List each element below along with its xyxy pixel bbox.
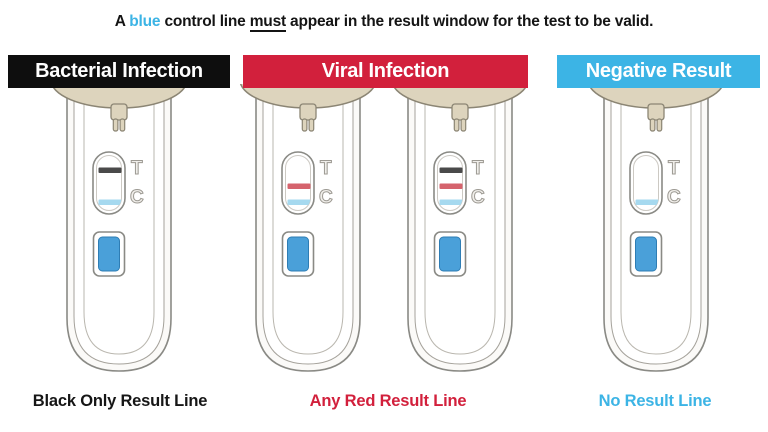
panel-header-viral: Viral Infection xyxy=(243,55,528,88)
device-button xyxy=(287,236,309,272)
validity-notice: A blue control line must appear in the r… xyxy=(0,13,768,32)
blue-control-line xyxy=(287,199,311,205)
tube-inner-chamber xyxy=(272,86,344,355)
device-button xyxy=(98,236,120,272)
result-window-inner xyxy=(633,155,659,211)
panel-header-viral-label: Viral Infection xyxy=(321,60,450,82)
tube-inner-wall xyxy=(414,86,506,365)
cap-tab-prong-left xyxy=(453,118,460,132)
notice-part3: appear in the result window for the test… xyxy=(285,13,654,30)
black-result-line xyxy=(98,167,122,173)
tube-inner-chamber xyxy=(83,86,155,355)
t-marker-label: T xyxy=(131,158,143,179)
blue-control-line xyxy=(98,199,122,205)
device-button xyxy=(635,236,657,272)
result-caption-bacterial: Black Only Result Line xyxy=(32,392,208,410)
result-caption-viral: Any Red Result Line xyxy=(309,392,467,410)
blue-control-line xyxy=(635,199,659,205)
test-device-graphic: TC xyxy=(391,51,529,372)
red-result-line xyxy=(439,183,463,189)
tube-inner-wall xyxy=(610,86,702,365)
cap-tab xyxy=(647,103,665,121)
cap-tab xyxy=(451,103,469,121)
test-device-graphic: TC xyxy=(587,51,725,372)
t-marker-label: T xyxy=(320,158,332,179)
test-device-graphic: TC xyxy=(239,51,377,372)
result-window-inner xyxy=(285,155,311,211)
notice-part1: A xyxy=(114,13,130,30)
panel-header-negative-label: Negative Result xyxy=(585,60,732,82)
t-marker-label: T xyxy=(472,158,484,179)
panel-header-bacterial: Bacterial Infection xyxy=(8,55,230,88)
tube-inner-chamber xyxy=(424,86,496,355)
c-marker-label: C xyxy=(471,187,485,208)
blue-control-line xyxy=(439,199,463,205)
c-marker-label: C xyxy=(130,187,144,208)
black-result-line xyxy=(439,167,463,173)
notice-highlight-blue: blue xyxy=(129,13,161,30)
tube-inner-wall xyxy=(73,86,165,365)
cap-tab-prong-right xyxy=(460,118,467,132)
test-device-graphic: TC xyxy=(50,51,188,372)
notice-underlined-must: must xyxy=(249,13,286,32)
c-marker-label: C xyxy=(667,187,681,208)
t-marker-label: T xyxy=(668,158,680,179)
cap-tab-prong-right xyxy=(656,118,663,132)
cap-tab-prong-right xyxy=(119,118,126,132)
c-marker-label: C xyxy=(319,187,333,208)
cap-tab xyxy=(110,103,128,121)
notice-part2: control line xyxy=(160,13,250,30)
cap-tab xyxy=(299,103,317,121)
tube-inner-chamber xyxy=(620,86,692,355)
tube-inner-wall xyxy=(262,86,354,365)
cap-tab-prong-right xyxy=(308,118,315,132)
result-caption-negative: No Result Line xyxy=(598,392,712,410)
device-button xyxy=(439,236,461,272)
red-result-line xyxy=(287,183,311,189)
panel-header-bacterial-label: Bacterial Infection xyxy=(35,60,203,82)
panel-header-negative: Negative Result xyxy=(557,55,760,88)
cap-tab-prong-left xyxy=(649,118,656,132)
cap-tab-prong-left xyxy=(112,118,119,132)
cap-tab-prong-left xyxy=(301,118,308,132)
